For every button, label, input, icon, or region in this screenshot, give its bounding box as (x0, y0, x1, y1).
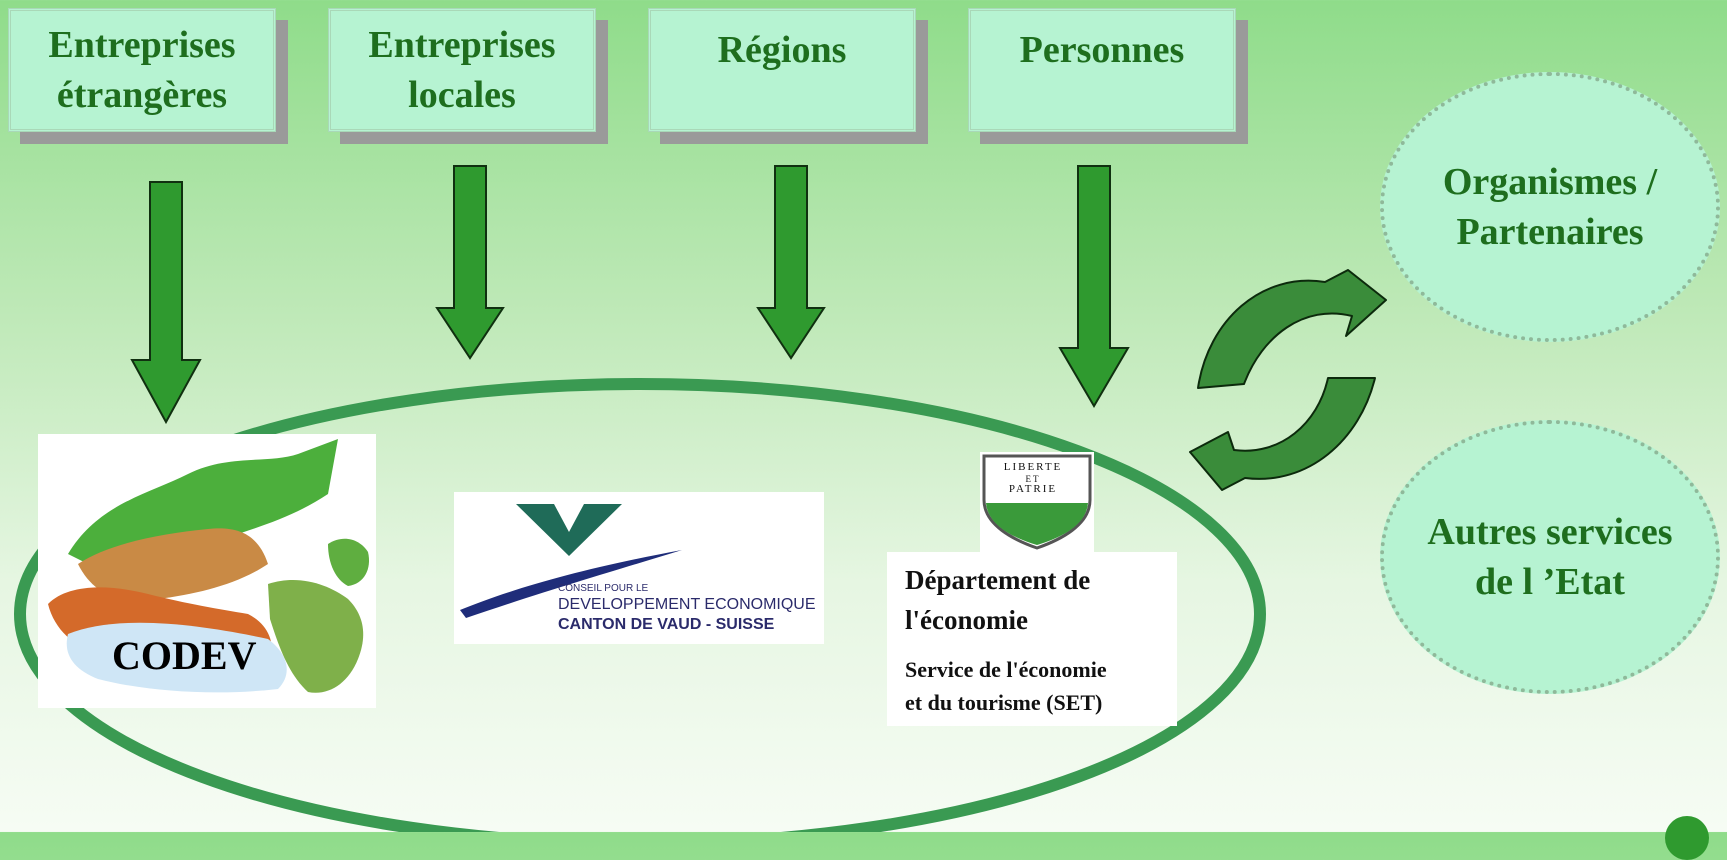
oval-label: Autres services de l ’Etat (1427, 511, 1673, 603)
codev-label: CODEV (112, 633, 257, 678)
dev-logo-graphic (460, 504, 682, 618)
dev-logo-panel (454, 492, 824, 644)
box-label: Entreprises étrangères (48, 24, 236, 116)
vaud-shield-icon (982, 454, 1092, 550)
cycle-arrow-bottom (1189, 377, 1376, 491)
shield-line1: LIBERTE (1003, 461, 1063, 473)
down-arrow-3 (756, 165, 826, 360)
department-title: Département de l'économie (905, 565, 1091, 635)
down-arrow-2 (435, 165, 505, 360)
vaud-map-image (48, 439, 370, 693)
oval-autres-services: Autres services de l ’Etat (1380, 420, 1720, 694)
cycle-arrow-top (1197, 269, 1387, 389)
diagram-graphics (14, 165, 1387, 832)
shield-line2: ET (1025, 474, 1041, 484)
oval-organismes-partenaires: Organismes / Partenaires (1380, 72, 1720, 342)
box-regions: Régions (648, 8, 916, 132)
box-personnes: Personnes (968, 8, 1236, 132)
department-panel (887, 552, 1177, 726)
box-label: Entreprises locales (368, 24, 556, 116)
dev-logo-line2: DEVELOPPEMENT ECONOMIQUE (558, 596, 816, 613)
shield-line3: PATRIE (1008, 483, 1058, 495)
down-arrow-4 (1058, 165, 1130, 408)
box-label: Personnes (1019, 29, 1185, 71)
oval-label: Organismes / Partenaires (1442, 161, 1658, 253)
codev-logo-panel (38, 434, 376, 708)
box-entreprises-etrangeres: Entreprises étrangères (8, 8, 276, 132)
box-label: Régions (717, 29, 847, 71)
dev-logo-line3: CANTON DE VAUD - SUISSE (558, 616, 775, 633)
box-entreprises-locales: Entreprises locales (328, 8, 596, 132)
dev-logo-line1: CONSEIL POUR LE (558, 583, 649, 594)
down-arrow-1 (130, 181, 202, 425)
main-ellipse (14, 378, 1266, 832)
department-service: Service de l'économie et du tourisme (SE… (905, 657, 1107, 715)
nav-circle-icon[interactable] (1665, 816, 1709, 860)
